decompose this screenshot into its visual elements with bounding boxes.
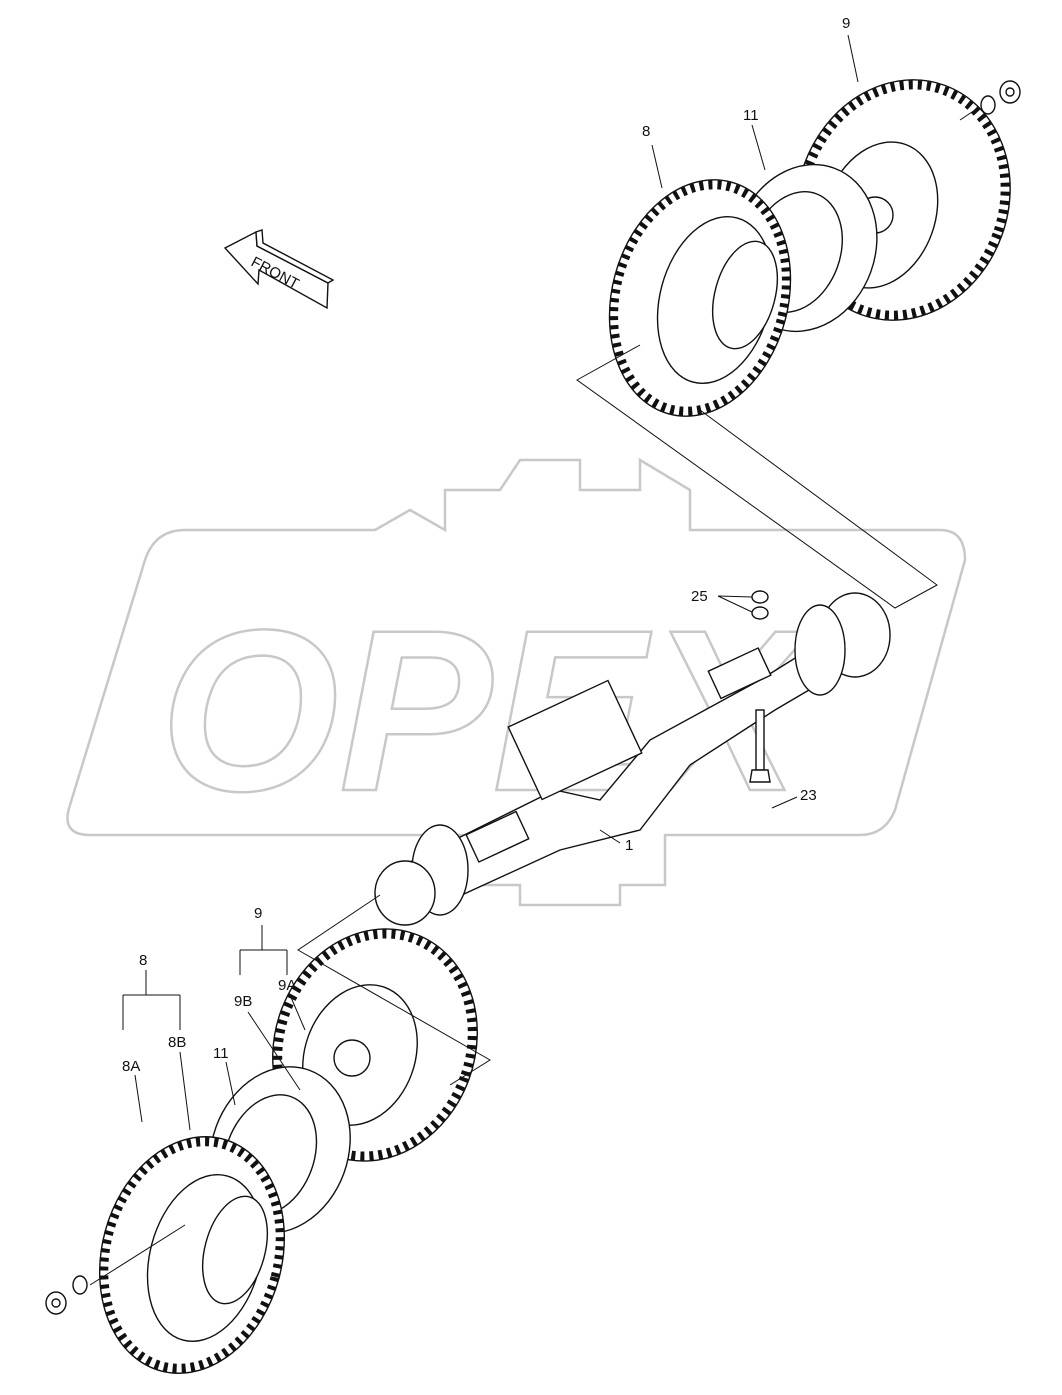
callout-1: 1 — [625, 837, 633, 854]
front-direction-arrow: FRONT — [223, 229, 335, 310]
top-wheel-8 — [608, 179, 792, 417]
callout-8A: 8A — [122, 1058, 140, 1075]
callout-11-bottom: 11 — [213, 1045, 229, 1062]
callout-23: 23 — [800, 787, 817, 804]
top-nut-washer — [980, 80, 1021, 115]
callout-9B: 9B — [234, 993, 252, 1010]
callout-9-top: 9 — [842, 15, 850, 32]
bottom-wheel-8 — [98, 1136, 286, 1374]
callout-8B: 8B — [168, 1034, 186, 1051]
callout-8-top: 8 — [642, 123, 650, 140]
callout-25: 25 — [691, 588, 708, 605]
callout-9A: 9A — [278, 977, 296, 994]
callout-9-bottom: 9 — [254, 905, 262, 922]
leader-lines — [89, 34, 976, 1286]
bottom-nut-washer — [45, 1275, 88, 1315]
axle-1 — [374, 590, 891, 926]
callout-11-top: 11 — [743, 107, 759, 124]
callout-8-bottom: 8 — [139, 952, 147, 969]
